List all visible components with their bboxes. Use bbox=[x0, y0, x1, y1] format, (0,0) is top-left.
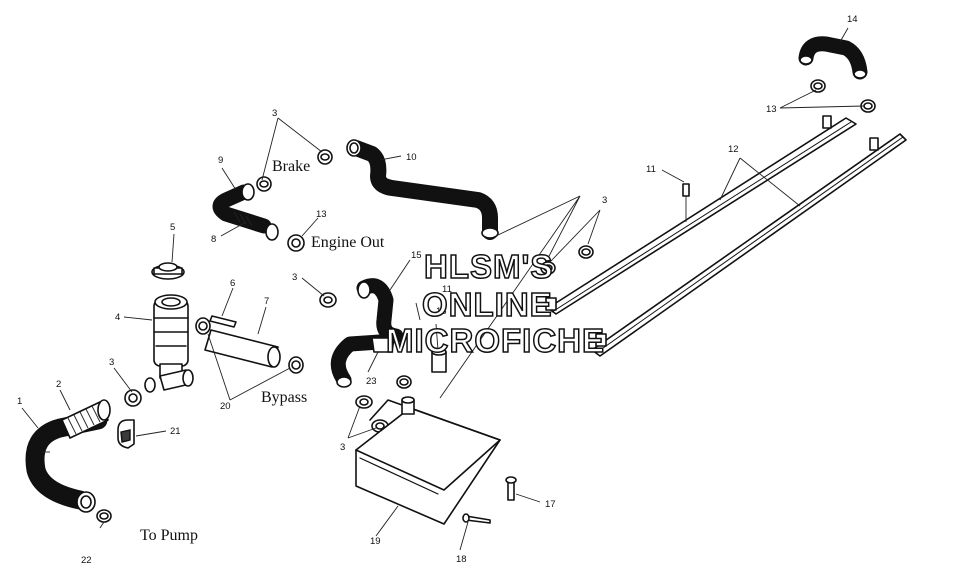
part-14-hose bbox=[798, 36, 868, 80]
part-12-heat-exchanger-rails bbox=[545, 117, 907, 357]
part-3-clamps-right bbox=[540, 245, 594, 275]
part-13-clamps-upper bbox=[810, 79, 879, 151]
callout-3b: 3 bbox=[272, 108, 277, 119]
watermark-line-3: MICROFICHE bbox=[385, 322, 605, 359]
part-15-hose bbox=[356, 278, 404, 344]
callout-numbers: 1 2 3 4 5 6 7 8 9 3 13 10 3 15 11 16 23 … bbox=[17, 14, 858, 566]
callout-13: 13 bbox=[316, 209, 327, 220]
part-3-clamp-lower bbox=[124, 389, 142, 407]
callout-7: 7 bbox=[264, 296, 269, 307]
part-3-clamps-bypass bbox=[195, 292, 337, 374]
watermark-line-1: HLSM'S bbox=[423, 248, 554, 285]
part-18-rivet bbox=[462, 513, 491, 524]
label-bypass: Bypass bbox=[261, 389, 307, 406]
part-10-long-hose bbox=[346, 139, 499, 240]
part-11-screw bbox=[682, 183, 690, 222]
callout-6: 6 bbox=[230, 278, 235, 289]
part-13-clamp-engine-out bbox=[287, 234, 305, 252]
callout-18: 18 bbox=[456, 554, 467, 565]
part-9-brake-hose bbox=[212, 183, 279, 241]
part-16-hose bbox=[431, 348, 447, 373]
callout-15: 15 bbox=[411, 250, 422, 261]
part-17-bolt bbox=[505, 476, 517, 501]
callout-2: 2 bbox=[56, 379, 61, 390]
callout-1: 1 bbox=[17, 396, 22, 407]
part-2-corrugated-hose bbox=[61, 399, 111, 439]
part-5-radiator-cap bbox=[151, 262, 185, 280]
callout-14: 14 bbox=[847, 14, 858, 25]
callout-11: 11 bbox=[442, 284, 452, 295]
label-to-pump: To Pump bbox=[140, 527, 198, 544]
part-7-bypass-hose bbox=[204, 329, 281, 368]
callout-11b: 11 bbox=[646, 164, 656, 175]
part-22-clamp bbox=[96, 509, 112, 523]
leader-lines bbox=[21, 27, 865, 551]
part-1-pump-hose bbox=[25, 410, 108, 513]
callout-12: 12 bbox=[728, 144, 739, 155]
part-4-coolant-bottle bbox=[144, 294, 194, 393]
callout-10: 10 bbox=[406, 152, 417, 163]
callout-5: 5 bbox=[170, 222, 175, 233]
callout-16: 16 bbox=[436, 306, 447, 317]
callout-23: 23 bbox=[366, 376, 377, 387]
callout-3e: 3 bbox=[602, 195, 607, 206]
callout-20: 20 bbox=[220, 401, 231, 412]
label-brake: Brake bbox=[272, 158, 310, 175]
part-23-hose bbox=[330, 334, 395, 388]
callout-13b: 13 bbox=[766, 104, 777, 115]
callout-21: 21 bbox=[170, 426, 181, 437]
callout-3c: 3 bbox=[292, 272, 297, 283]
callout-4: 4 bbox=[115, 312, 120, 323]
part-6-pin bbox=[209, 315, 237, 328]
callout-3d: 3 bbox=[340, 442, 345, 453]
part-21-clip bbox=[117, 419, 135, 449]
callout-9: 9 bbox=[218, 155, 223, 166]
callout-17: 17 bbox=[545, 499, 556, 510]
watermark-line-2: ONLINE bbox=[421, 286, 553, 323]
callout-8: 8 bbox=[211, 234, 216, 245]
callout-3: 3 bbox=[109, 357, 114, 368]
callout-22: 22 bbox=[81, 555, 92, 566]
part-19-cover-panel bbox=[355, 396, 501, 525]
label-engine-out: Engine Out bbox=[311, 234, 385, 251]
diagram-labels: Brake Engine Out Bypass To Pump bbox=[140, 158, 385, 544]
callout-19: 19 bbox=[370, 536, 381, 547]
part-3-clamps-brake bbox=[256, 149, 333, 192]
